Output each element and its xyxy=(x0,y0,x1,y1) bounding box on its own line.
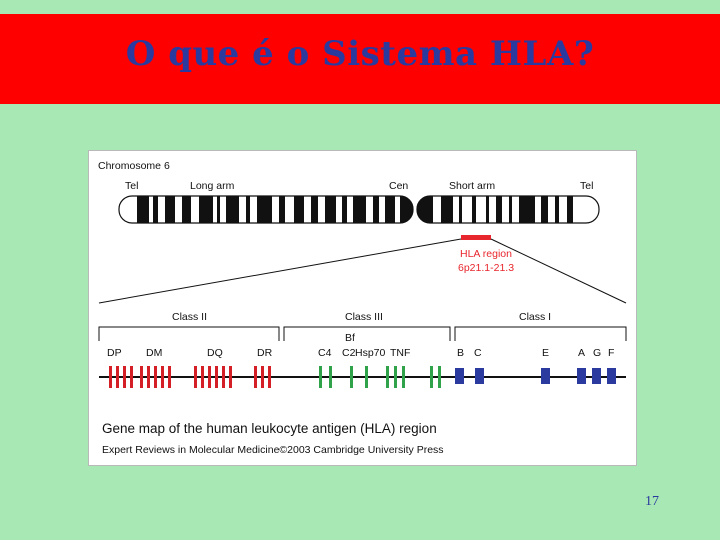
hla-region-label: HLA region xyxy=(460,248,512,260)
figure-caption: Gene map of the human leukocyte antigen … xyxy=(102,421,437,436)
gene-marker xyxy=(254,366,257,388)
gene-marker xyxy=(261,366,264,388)
gene-b-label: B xyxy=(457,347,464,359)
gene-marker xyxy=(140,366,143,388)
gene-f-label: F xyxy=(608,347,614,359)
gene-marker xyxy=(268,366,271,388)
class2-gene-markers xyxy=(109,366,271,388)
gene-g-label: G xyxy=(593,347,601,359)
gene-marker xyxy=(607,368,616,384)
tel-right-label: Tel xyxy=(580,180,593,192)
gene-bf-label: Bf xyxy=(345,332,355,344)
gene-dm-label: DM xyxy=(146,347,162,359)
gene-marker xyxy=(319,366,322,388)
chromosome-label: Chromosome 6 xyxy=(98,160,170,172)
gene-marker xyxy=(116,366,119,388)
gene-marker xyxy=(154,366,157,388)
gene-marker xyxy=(592,368,601,384)
class1-bracket xyxy=(454,326,627,341)
gene-hsp70-label: Hsp70 xyxy=(355,347,386,359)
hla-region-marker xyxy=(461,235,491,240)
chromosome-short-arm xyxy=(417,196,599,223)
title-bar: O que é o Sistema HLA? xyxy=(0,14,720,104)
gene-marker xyxy=(402,366,405,388)
class2-bracket xyxy=(98,326,280,341)
class3-label: Class III xyxy=(345,311,383,323)
hla-gene-map-figure: Chromosome 6 Tel Long arm Cen Short arm … xyxy=(88,150,637,466)
centromere-label: Cen xyxy=(389,180,408,192)
class3-bracket xyxy=(283,326,451,341)
gene-tnf-label: TNF xyxy=(390,347,410,359)
gene-c-label: C xyxy=(474,347,482,359)
gene-marker xyxy=(208,366,211,388)
gene-marker xyxy=(541,368,550,384)
gene-dr-label: DR xyxy=(257,347,273,359)
long-arm-label: Long arm xyxy=(190,180,235,192)
tel-left-label: Tel xyxy=(125,180,138,192)
gene-marker xyxy=(201,366,204,388)
gene-marker xyxy=(430,366,433,388)
slide-title: O que é o Sistema HLA? xyxy=(125,34,595,74)
gene-c4-label: C4 xyxy=(318,347,332,359)
gene-map-diagram: Chromosome 6 Tel Long arm Cen Short arm … xyxy=(98,160,627,456)
gene-marker xyxy=(329,366,332,388)
zoom-line-left xyxy=(98,238,462,304)
gene-marker xyxy=(365,366,368,388)
gene-marker xyxy=(168,366,171,388)
gene-marker xyxy=(123,366,126,388)
gene-marker xyxy=(386,366,389,388)
gene-marker xyxy=(394,366,397,388)
class1-gene-markers xyxy=(455,368,616,384)
short-arm-label: Short arm xyxy=(449,180,495,192)
gene-marker xyxy=(147,366,150,388)
gene-dq-label: DQ xyxy=(207,347,223,359)
gene-dp-label: DP xyxy=(107,347,122,359)
gene-marker xyxy=(475,368,484,384)
gene-c2-label: C2 xyxy=(342,347,356,359)
class2-label: Class II xyxy=(172,311,207,323)
zoom-line-right xyxy=(490,238,627,304)
gene-marker xyxy=(229,366,232,388)
gene-marker xyxy=(109,366,112,388)
class1-label: Class I xyxy=(519,311,551,323)
gene-marker xyxy=(194,366,197,388)
figure-credit: Expert Reviews in Molecular Medicine©200… xyxy=(102,444,444,456)
gene-marker xyxy=(577,368,586,384)
gene-marker xyxy=(161,366,164,388)
gene-a-label: A xyxy=(578,347,585,359)
gene-marker xyxy=(130,366,133,388)
gene-marker xyxy=(350,366,353,388)
hla-band-label: 6p21.1-21.3 xyxy=(458,262,514,274)
gene-marker xyxy=(215,366,218,388)
gene-marker xyxy=(438,366,441,388)
gene-marker xyxy=(222,366,225,388)
gene-marker xyxy=(455,368,464,384)
class3-gene-markers xyxy=(319,366,441,388)
gene-e-label: E xyxy=(542,347,549,359)
page-number: 17 xyxy=(645,494,659,509)
chromosome-long-arm xyxy=(119,196,413,223)
